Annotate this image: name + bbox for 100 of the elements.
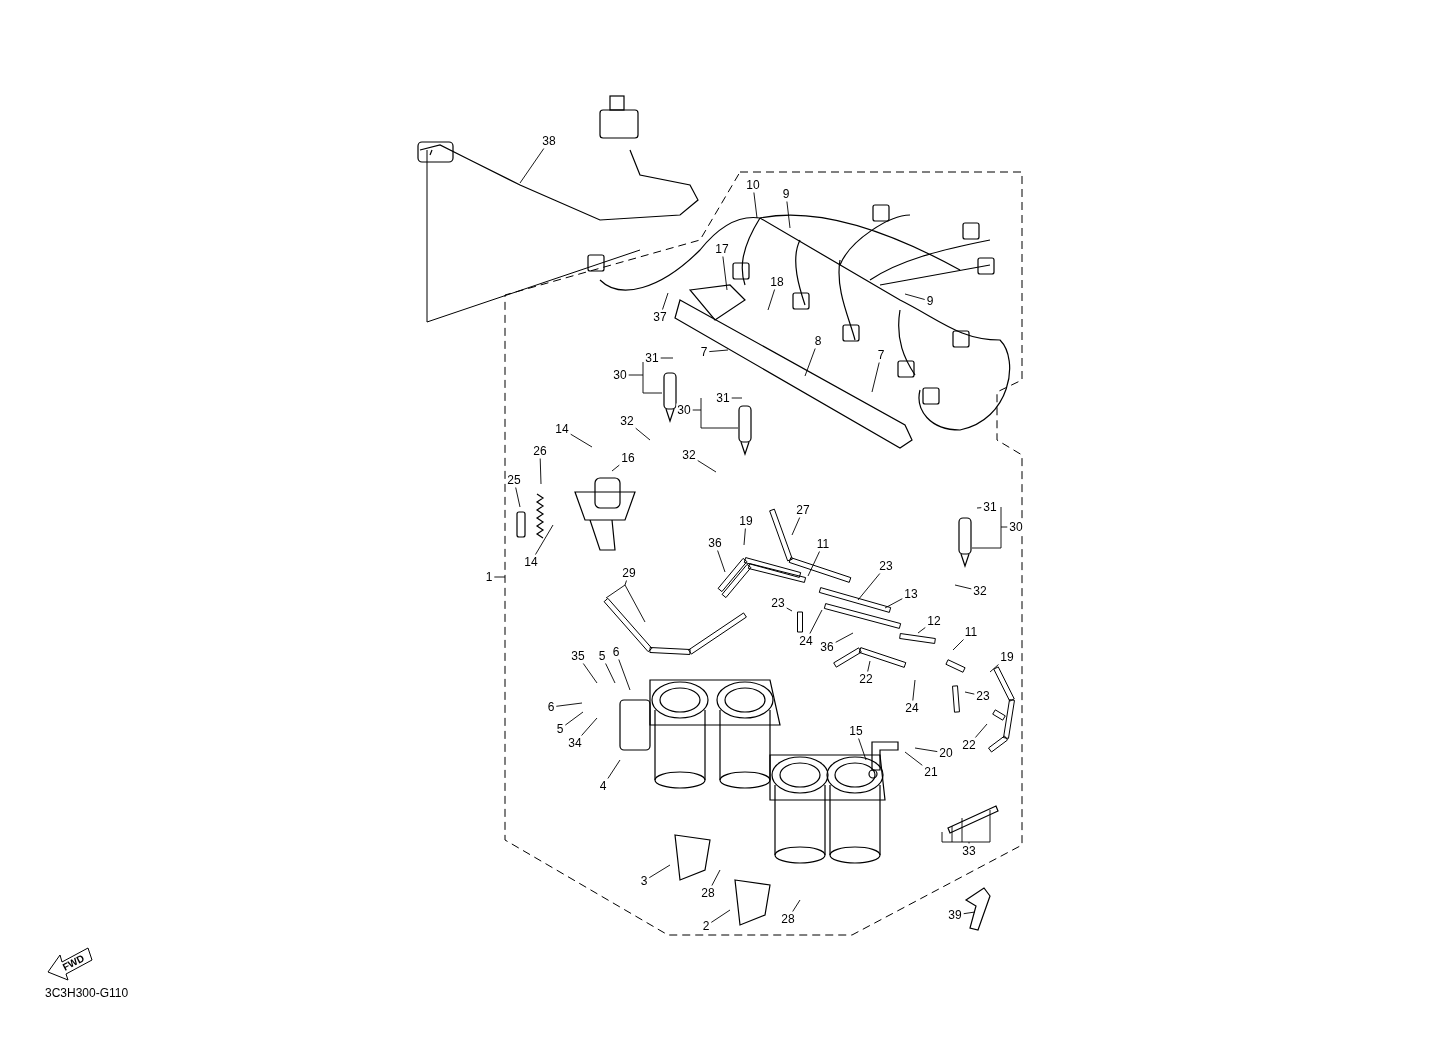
leader-line [857,573,881,601]
leader-line [914,747,938,753]
leader-line [786,607,793,612]
callout-number: 36 [819,640,835,654]
leader-line [697,460,717,473]
callout-number: 20 [938,746,954,760]
callout-number: 33 [961,844,977,858]
callout-number: 28 [780,912,796,926]
callout-number: 30 [676,403,692,417]
leader-line [791,517,801,536]
leader-line [767,289,776,311]
leader-line [964,691,975,695]
leader-line [662,292,669,310]
leader-line [743,528,746,546]
leader-line [963,911,976,915]
callout-number: 14 [554,422,570,436]
leader-line [722,256,728,291]
callout-number: 24 [798,634,814,648]
callout-number: 16 [620,451,636,465]
callout-number: 23 [975,689,991,703]
callout-number: 5 [597,649,607,663]
callout-number: 30 [612,368,628,382]
callout-number: 23 [770,596,786,610]
callout-number: 9 [781,187,791,201]
callout-number: 3 [639,874,649,888]
callout-number: 31 [715,391,731,405]
callout-number: 39 [947,908,963,922]
callout-number: 14 [523,555,539,569]
callout-number: 1 [484,570,494,584]
leader-line [582,663,598,684]
callout-number: 22 [858,672,874,686]
callout-number: 24 [904,701,920,715]
leader-line [564,711,584,726]
leader-line [753,192,758,219]
leader-line [954,584,972,590]
leader-line [607,759,621,779]
leader-line [535,524,554,555]
callout-number: 9 [925,294,935,308]
callout-number: 6 [546,700,556,714]
leader-line [628,361,663,394]
leader-line [717,550,726,573]
leader-line [941,809,991,844]
callout-number: 37 [652,310,668,324]
leader-line [952,639,964,651]
direction-label: FWD [60,952,87,973]
callout-number: 17 [714,242,730,256]
callout-number: 8 [813,334,823,348]
leader-line [570,433,593,448]
callout-number: 22 [961,738,977,752]
callout-number: 29 [621,566,637,580]
leader-line [971,506,1008,549]
callout-number: 4 [598,779,608,793]
leader-line [989,664,999,673]
callout-number: 28 [700,886,716,900]
callout-number: 35 [570,649,586,663]
callout-number: 15 [848,724,864,738]
leader-line [618,659,631,691]
callout-number: 38 [541,134,557,148]
leader-line [708,349,729,353]
leader-line [519,148,545,184]
callout-number: 36 [707,536,723,550]
leader-line [917,627,926,634]
leader-line [867,660,871,672]
drawing-code: 3C3H300-G110 [45,986,129,1000]
leader-line [692,397,739,429]
callout-number: 32 [972,584,988,598]
callout-number: 19 [999,650,1015,664]
leader-line [792,899,801,912]
leader-line [974,723,988,738]
leader-line [493,576,506,578]
leader-line [835,632,854,643]
leader-line [605,663,616,684]
callout-number: 23 [878,559,894,573]
callout-number: 27 [795,503,811,517]
leader-line [976,507,982,509]
leader-line [904,751,923,766]
leader-line [710,909,731,923]
leader-line [871,362,880,393]
callout-number: 10 [745,178,761,192]
callout-number: 5 [555,722,565,736]
leader-line [884,598,903,609]
callout-number: 11 [815,537,831,551]
leader-line [904,293,926,300]
leader-line [660,357,674,359]
callout-number: 19 [738,514,754,528]
callout-number: 2 [701,919,711,933]
callout-number: 13 [903,587,919,601]
leader-line [807,551,820,577]
leader-line [581,717,598,736]
leader-line [539,458,542,485]
callout-number: 12 [926,614,942,628]
leader-line [605,580,646,623]
callout-number: 31 [982,500,998,514]
leader-line [611,464,620,472]
leader-line [912,679,916,701]
leader-line [711,869,721,886]
callout-number: 6 [611,645,621,659]
leader-line [515,487,521,508]
leader-line [731,397,743,399]
callout-number: 31 [644,351,660,365]
